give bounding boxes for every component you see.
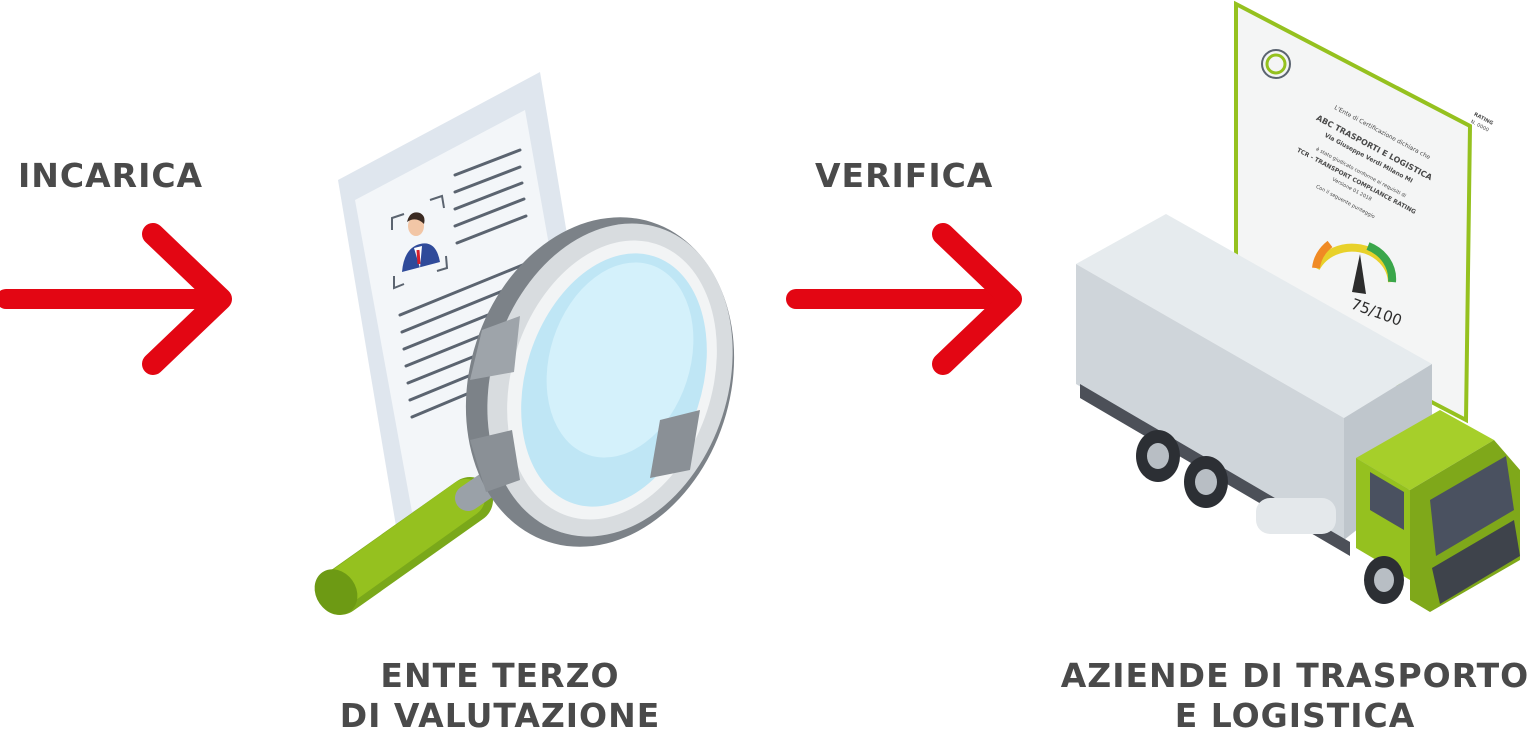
arrow-right-icon <box>0 223 232 375</box>
aziende-caption-line1: AZIENDE DI TRASPORTO <box>1060 656 1530 695</box>
magnifying-glass-icon <box>314 217 735 615</box>
aziende-caption: AZIENDE DI TRASPORTO E LOGISTICA <box>1060 656 1530 736</box>
incarica-label: INCARICA <box>18 156 204 195</box>
aziende-caption-line2: E LOGISTICA <box>1174 696 1416 735</box>
ente-caption: ENTE TERZO DI VALUTAZIONE <box>290 656 710 736</box>
truck-icon <box>1076 214 1520 612</box>
ente-caption-line1: ENTE TERZO <box>380 656 620 695</box>
arrow-right-icon <box>786 223 1022 375</box>
verifica-label: VERIFICA <box>815 156 994 195</box>
ente-caption-line2: DI VALUTAZIONE <box>339 696 661 735</box>
